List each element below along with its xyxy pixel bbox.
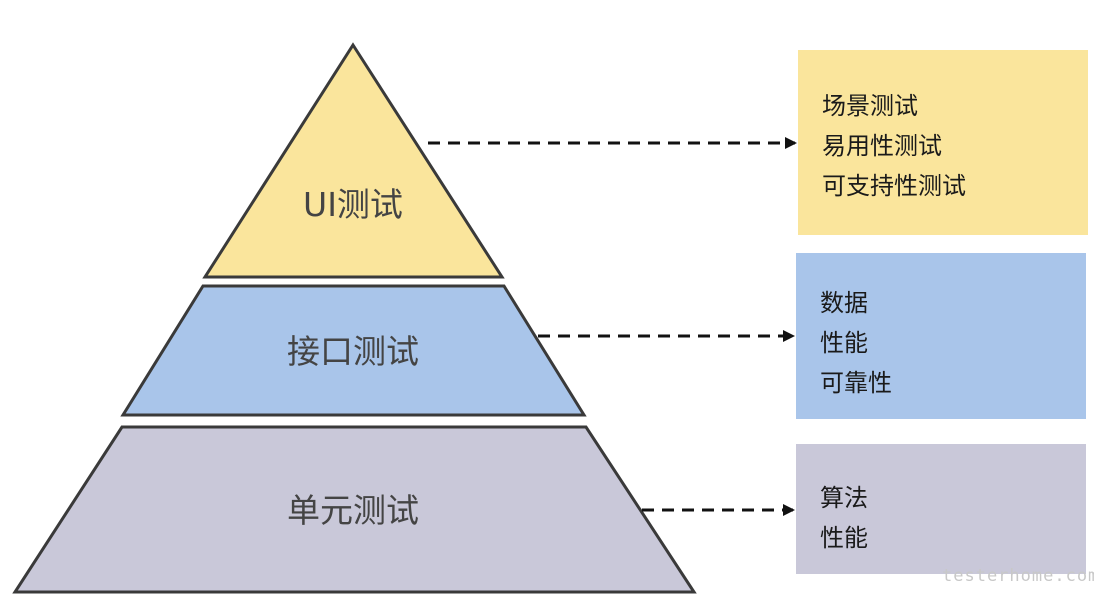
api-test-item: 可靠性 [820,369,892,397]
api-test-item: 性能 [820,329,868,357]
api-test-details-box: 数据 性能 可靠性 [796,253,1086,419]
pyramid-tier-api [120,284,587,417]
watermark: testerhome.com [942,566,1094,586]
pyramid-tier-ui-label: UI测试 [303,185,403,224]
ui-test-item: 易用性测试 [822,132,942,160]
ui-test-item: 场景测试 [822,92,918,120]
ui-test-details-box: 场景测试 易用性测试 可支持性测试 [798,50,1088,235]
pyramid-tier-api-label: 接口测试 [287,332,419,371]
api-test-item: 数据 [820,289,868,317]
pyramid-tier-ui [202,42,505,279]
pyramid-tier-unit [12,425,697,594]
ui-test-item: 可支持性测试 [822,172,966,200]
unit-test-item: 性能 [820,524,868,552]
unit-test-details-box: 算法 性能 [796,444,1086,574]
unit-test-item: 算法 [820,484,868,512]
pyramid-tier-unit-label: 单元测试 [287,491,419,530]
